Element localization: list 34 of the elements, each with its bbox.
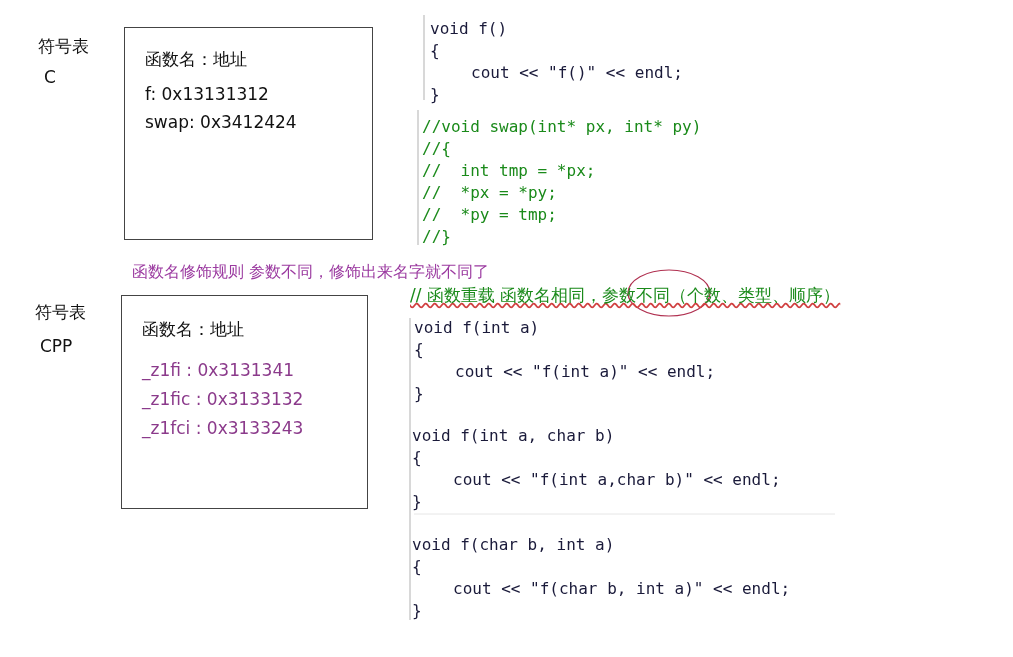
code-line: cout << "f(char b, int a)" << endl; bbox=[453, 579, 791, 599]
code-line: { bbox=[414, 340, 424, 360]
code-line: } bbox=[412, 492, 422, 512]
code-comment: // int tmp = *px; bbox=[422, 161, 596, 181]
code-line: void f(int a) bbox=[414, 318, 540, 338]
table-header-text: 函数名：地址 bbox=[145, 48, 247, 71]
code-line: cout << "f(int a)" << endl; bbox=[455, 362, 716, 382]
symbol-entry: _z1fic : 0x3133132 bbox=[142, 389, 304, 409]
table-heading: 符号表 bbox=[38, 35, 89, 58]
code-comment: //} bbox=[422, 227, 451, 247]
code-line: } bbox=[414, 384, 424, 404]
code-comment: //void swap(int* px, int* py) bbox=[422, 117, 702, 137]
code-line: cout << "f(int a,char b)" << endl; bbox=[453, 470, 781, 490]
symbol-entry: _z1fi : 0x3131341 bbox=[142, 360, 295, 380]
table-header-text: 函数名：地址 bbox=[142, 318, 244, 341]
code-line: { bbox=[412, 557, 422, 577]
code-comment: //{ bbox=[422, 139, 451, 159]
symbol-entry: f: 0x13131312 bbox=[145, 84, 269, 104]
language-label: CPP bbox=[40, 336, 73, 356]
code-comment: // *py = tmp; bbox=[422, 205, 557, 225]
code-line: } bbox=[412, 601, 422, 621]
language-label: C bbox=[44, 67, 56, 87]
symbol-entry: _z1fci : 0x3133243 bbox=[142, 418, 304, 438]
code-line: void f(int a, char b) bbox=[412, 426, 615, 446]
table-heading: 符号表 bbox=[35, 301, 86, 324]
code-line: } bbox=[430, 85, 440, 105]
code-line: cout << "f()" << endl; bbox=[471, 63, 683, 83]
annotation-note: 函数名修饰规则 参数不同，修饰出来名字就不同了 bbox=[132, 262, 490, 283]
code-line: void f() bbox=[430, 19, 508, 39]
code-line: void f(char b, int a) bbox=[412, 535, 615, 555]
code-line: { bbox=[430, 41, 440, 61]
symbol-entry: swap: 0x3412424 bbox=[145, 112, 297, 132]
code-comment: // *px = *py; bbox=[422, 183, 557, 203]
code-line: { bbox=[412, 448, 422, 468]
